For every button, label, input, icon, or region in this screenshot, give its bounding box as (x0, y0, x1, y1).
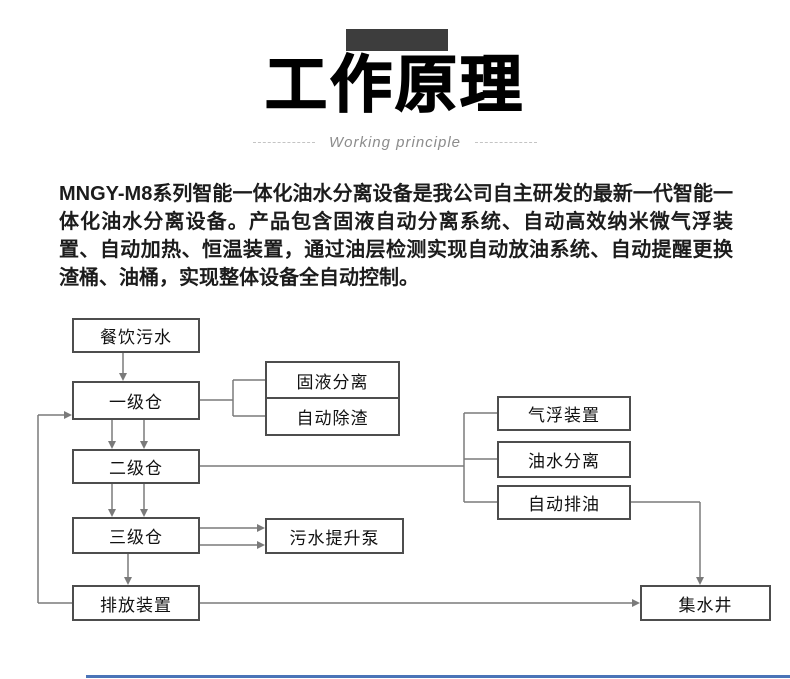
flow-node-auto-oil-discharge: 自动排油 (497, 485, 631, 520)
flow-node-sewage-lift-pump: 污水提升泵 (265, 518, 404, 554)
connector-stage1-stage2 (108, 420, 148, 449)
flow-node-collecting-well: 集水井 (640, 585, 771, 621)
connector-discharge-well (200, 599, 640, 607)
flow-node-inflow: 餐饮污水 (72, 318, 200, 353)
subtitle-dash-right (475, 142, 538, 143)
intro-paragraph: MNGY-M8系列智能一体化油水分离设备是我公司自主研发的最新一代智能一体化油水… (59, 183, 733, 289)
connector-stage2-stage3 (108, 484, 148, 517)
flow-node-discharge-device: 排放装置 (72, 585, 200, 621)
flow-node-stage3: 三级仓 (72, 517, 200, 554)
connector-inflow-stage1 (119, 353, 127, 381)
subtitle-row: Working principle (0, 134, 790, 151)
flow-node-solid-liquid-separation: 固液分离 (265, 361, 400, 399)
flow-node-air-flotation: 气浮装置 (497, 396, 631, 431)
title-accent-bar (346, 29, 448, 51)
page-subtitle: Working principle (328, 134, 462, 151)
flow-node-auto-deslagging: 自动除渣 (265, 397, 400, 436)
flow-node-oil-water-separation: 油水分离 (497, 441, 631, 478)
connector-stage3-discharge (124, 554, 132, 585)
flow-node-stage2: 二级仓 (72, 449, 200, 484)
connector-stage1-separation-group (200, 379, 265, 417)
connector-stage3-pump (200, 524, 265, 549)
bottom-divider (86, 675, 790, 678)
connector-auto-oil-well (631, 501, 704, 585)
page-title: 工作原理 (264, 50, 525, 121)
connector-discharge-stage1-return (37, 411, 72, 604)
subtitle-dash-left (252, 142, 315, 143)
flow-node-stage1: 一级仓 (72, 381, 200, 420)
